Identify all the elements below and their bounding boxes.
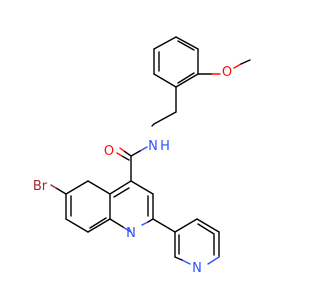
amide-hydrogen-label: H bbox=[160, 139, 170, 154]
quinoline-nitrogen-label: N bbox=[126, 226, 136, 241]
pyridine-nitrogen-label: N bbox=[192, 261, 202, 276]
bromine-bond bbox=[55, 187, 67, 195]
ethyl-linker bbox=[151, 86, 177, 127]
bromine-label: Br bbox=[33, 179, 48, 194]
amide-nitrogen-label: N bbox=[148, 139, 158, 154]
methoxyphenyl-ring bbox=[153, 36, 199, 88]
bromine-bond-colored bbox=[50, 184, 57, 189]
molecule-canvas: Br O N H O N N bbox=[33, 36, 251, 276]
molecule-structure: Br O N H O N N bbox=[33, 36, 251, 276]
ether-oxygen-label: O bbox=[222, 65, 232, 80]
quinoline-ring bbox=[65, 180, 154, 233]
methoxy-group bbox=[197, 59, 251, 75]
amide-oxygen-label: O bbox=[104, 144, 114, 159]
pyridyl-ring bbox=[152, 218, 220, 265]
amide-group bbox=[116, 146, 148, 182]
